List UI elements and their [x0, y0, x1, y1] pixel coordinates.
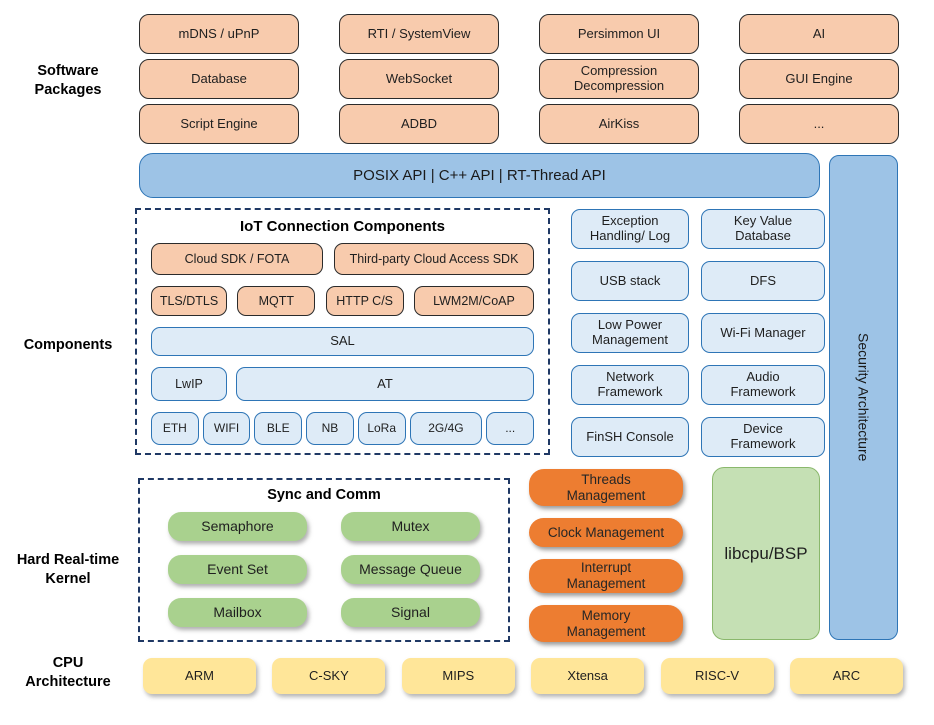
- iot-box-tls: TLS/DTLS: [151, 286, 227, 316]
- component-box-lowpower: Low Power Management: [571, 313, 689, 353]
- link-box-2g4g: 2G/4G: [409, 412, 483, 445]
- kernel-box-semaphore: Semaphore: [168, 512, 307, 541]
- iot-box-lwm2m: LWM2M/CoAP: [413, 286, 534, 316]
- software-packages-grid: mDNS / uPnP RTI / SystemView Persimmon U…: [139, 14, 899, 144]
- component-box-audio: Audio Framework: [701, 365, 825, 405]
- lwip-at-row: LwIP AT: [151, 367, 534, 401]
- component-box-dfs: DFS: [701, 261, 825, 301]
- at-box: AT: [236, 367, 534, 401]
- sync-grid: Semaphore Mutex Event Set Message Queue …: [168, 512, 480, 627]
- component-box-keyvalue: Key Value Database: [701, 209, 825, 249]
- section-label-components: Components: [23, 337, 113, 353]
- api-bar: POSIX API | C++ API | RT-Thread API: [139, 153, 820, 198]
- cpu-box-riscv: RISC-V: [660, 658, 774, 694]
- sal-bar: SAL: [151, 327, 534, 356]
- iot-box-thirdparty: Third-party Cloud Access SDK: [334, 243, 534, 275]
- kernel-box-eventset: Event Set: [168, 555, 307, 584]
- package-box: AirKiss: [539, 104, 699, 144]
- package-box: Persimmon UI: [539, 14, 699, 54]
- package-box: Compression Decompression: [539, 59, 699, 99]
- mgmt-box-interrupt: Interrupt Management: [529, 559, 683, 593]
- package-box: GUI Engine: [739, 59, 899, 99]
- iot-title: IoT Connection Components: [240, 218, 445, 235]
- component-box-network: Network Framework: [571, 365, 689, 405]
- iot-connection-components-box: IoT Connection Components Cloud SDK / FO…: [135, 208, 550, 455]
- link-box-wifi: WIFI: [202, 412, 251, 445]
- link-layer-row: ETH WIFI BLE NB LoRa 2G/4G ...: [151, 412, 535, 445]
- kernel-box-mutex: Mutex: [341, 512, 480, 541]
- component-box-finsh: FinSH Console: [571, 417, 689, 457]
- cpu-box-mips: MIPS: [401, 658, 515, 694]
- libcpu-bsp-box: libcpu/BSP: [712, 467, 820, 640]
- link-box-ble: BLE: [254, 412, 303, 445]
- component-box-device: Device Framework: [701, 417, 825, 457]
- kernel-box-mailbox: Mailbox: [168, 598, 307, 627]
- mgmt-box-clock: Clock Management: [529, 518, 683, 547]
- section-label-kernel: Hard Real-time Kernel: [16, 552, 120, 587]
- sync-and-comm-box: Sync and Comm Semaphore Mutex Event Set …: [138, 478, 510, 642]
- link-box-lora: LoRa: [357, 412, 406, 445]
- package-box: RTI / SystemView: [339, 14, 499, 54]
- management-column: Threads Management Clock Management Inte…: [529, 469, 683, 654]
- kernel-box-messagequeue: Message Queue: [341, 555, 480, 584]
- cpu-box-csky: C-SKY: [272, 658, 386, 694]
- link-box-nb: NB: [306, 412, 354, 445]
- package-box: Script Engine: [139, 104, 299, 144]
- iot-box-http: HTTP C/S: [325, 286, 404, 316]
- security-architecture-bar: Security Architecture: [829, 155, 898, 640]
- iot-box-cloud-sdk: Cloud SDK / FOTA: [151, 243, 323, 275]
- sync-and-comm-title: Sync and Comm: [267, 487, 381, 503]
- kernel-box-signal: Signal: [341, 598, 480, 627]
- section-label-software-packages: Software Packages: [34, 63, 102, 98]
- cpu-box-arc: ARC: [789, 658, 903, 694]
- component-boxes-grid: Exception Handling/ Log Key Value Databa…: [571, 209, 825, 457]
- component-box-usb: USB stack: [571, 261, 689, 301]
- iot-protocol-row: TLS/DTLS MQTT HTTP C/S LWM2M/CoAP: [151, 286, 534, 316]
- package-box: ADBD: [339, 104, 499, 144]
- component-box-wifi-mgr: Wi-Fi Manager: [701, 313, 825, 353]
- package-box: Database: [139, 59, 299, 99]
- lwip-box: LwIP: [151, 367, 227, 401]
- mgmt-box-threads: Threads Management: [529, 469, 683, 506]
- cpu-architecture-row: ARM C-SKY MIPS Xtensa RISC-V ARC: [143, 658, 903, 694]
- package-box: mDNS / uPnP: [139, 14, 299, 54]
- iot-sdk-row: Cloud SDK / FOTA Third-party Cloud Acces…: [151, 243, 534, 275]
- iot-box-mqtt: MQTT: [237, 286, 316, 316]
- package-box: ...: [739, 104, 899, 144]
- link-box-more: ...: [486, 412, 535, 445]
- link-box-eth: ETH: [151, 412, 199, 445]
- package-box: AI: [739, 14, 899, 54]
- mgmt-box-memory: Memory Management: [529, 605, 683, 642]
- cpu-box-xtensa: Xtensa: [531, 658, 645, 694]
- section-label-cpu-architecture: CPU Architecture: [25, 655, 111, 690]
- component-box-exception: Exception Handling/ Log: [571, 209, 689, 249]
- cpu-box-arm: ARM: [143, 658, 256, 694]
- package-box: WebSocket: [339, 59, 499, 99]
